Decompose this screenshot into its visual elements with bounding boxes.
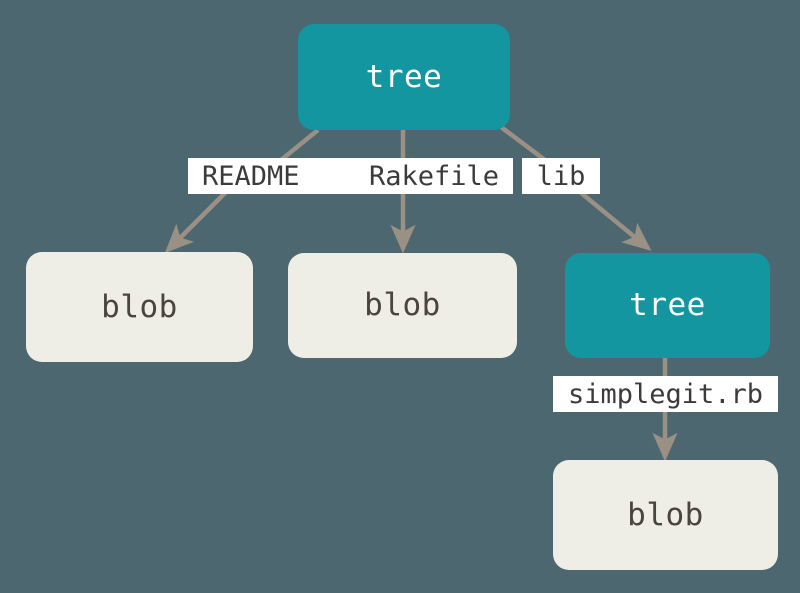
edge-label-readme: README xyxy=(202,160,300,192)
node-blob-simplegit[interactable]: blob xyxy=(553,460,778,570)
node-label: blob xyxy=(101,288,178,325)
node-root-tree[interactable]: tree xyxy=(298,24,510,130)
node-label: tree xyxy=(629,287,706,323)
node-blob-readme[interactable]: blob xyxy=(26,252,253,362)
node-lib-tree[interactable]: tree xyxy=(565,253,770,358)
edge-label-simplegit-text: simplegit.rb xyxy=(567,378,764,410)
edge-label-readme-rakefile: README Rakefile xyxy=(188,158,513,194)
node-label: blob xyxy=(364,287,441,323)
edge-label-lib-text: lib xyxy=(536,160,586,192)
node-label: tree xyxy=(365,58,443,95)
edge-label-lib: lib xyxy=(522,158,600,194)
edge-label-simplegit: simplegit.rb xyxy=(553,376,778,412)
node-label: blob xyxy=(627,496,704,533)
edge-label-rakefile: Rakefile xyxy=(368,160,499,192)
node-blob-rakefile[interactable]: blob xyxy=(288,253,517,358)
